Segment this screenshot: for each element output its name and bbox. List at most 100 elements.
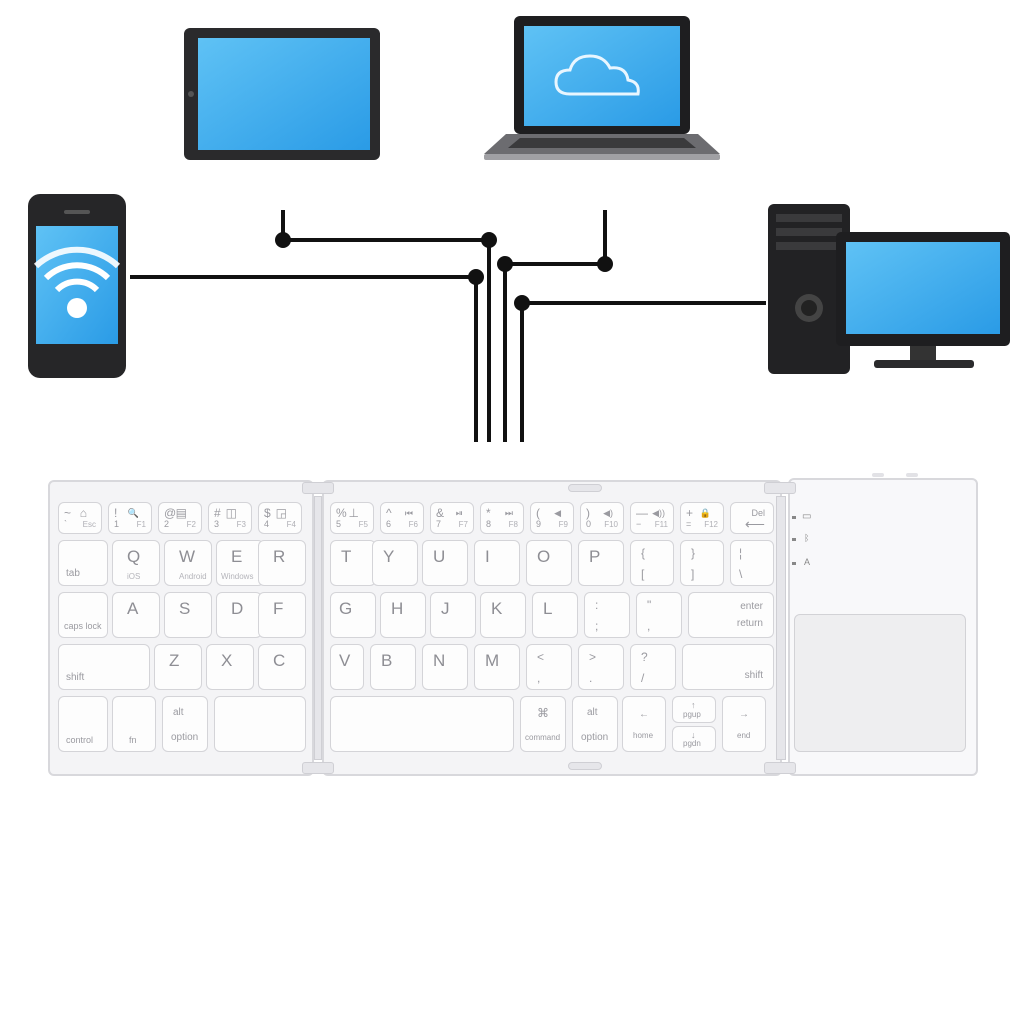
power-button[interactable] — [872, 473, 884, 477]
key-label: fn — [129, 735, 137, 745]
key-label: L — [543, 599, 553, 618]
key-i[interactable]: I — [474, 540, 520, 586]
key-v[interactable]: V — [330, 644, 364, 690]
key-semicolon[interactable]: : ; — [584, 592, 630, 638]
key-4[interactable]: $ ◲ 4 F4 — [258, 502, 302, 534]
key-top: > — [589, 650, 597, 664]
battery-icon: ▭ — [802, 511, 812, 522]
key-n[interactable]: N — [422, 644, 468, 690]
indicator-battery: ▭ — [792, 511, 822, 524]
key-shift-right[interactable]: shift — [682, 644, 774, 690]
key-label: E — [231, 547, 243, 566]
key-w[interactable]: W Android — [164, 540, 212, 586]
touchpad[interactable] — [794, 614, 966, 752]
key-right-bracket[interactable]: } ] — [680, 540, 724, 586]
key-fn[interactable]: fn — [112, 696, 156, 752]
key-z[interactable]: Z — [154, 644, 202, 690]
indicator-bluetooth: ᛒ — [792, 533, 822, 546]
key-e[interactable]: E Windows — [216, 540, 264, 586]
window-icon: ◫ — [225, 506, 237, 520]
key-equals[interactable]: + 🔒 = F12 — [680, 502, 724, 534]
key-period[interactable]: > . — [578, 644, 624, 690]
key-bottom: , — [647, 619, 651, 633]
key-r[interactable]: R — [258, 540, 306, 586]
key-backslash[interactable]: ¦ \ — [730, 540, 774, 586]
lock-icon: 🔒 — [699, 508, 711, 518]
key-bottom: 3 — [214, 519, 220, 529]
key-label: K — [491, 599, 503, 618]
key-0[interactable]: ) ◀) 0 F10 — [580, 502, 624, 534]
key-6[interactable]: ^ ⏮ 6 F6 — [380, 502, 424, 534]
tablet-icon — [184, 28, 380, 160]
key-minus[interactable]: — ◀)) − F11 — [630, 502, 674, 534]
key-1[interactable]: ! 🔍 1 F1 — [108, 502, 152, 534]
key-up-pgup[interactable]: ↑ pgup — [672, 696, 716, 723]
key-top: alt — [587, 707, 598, 718]
hinge-left-top — [302, 482, 334, 494]
key-7[interactable]: & ⏯ 7 F7 — [430, 502, 474, 534]
key-5[interactable]: % ⊥ 5 F5 — [330, 502, 374, 534]
key-k[interactable]: K — [480, 592, 526, 638]
key-top: enter — [740, 601, 763, 612]
key-quote[interactable]: " , — [636, 592, 682, 638]
key-enter[interactable]: enter return — [688, 592, 774, 638]
key-q[interactable]: Q iOS — [112, 540, 160, 586]
key-label: N — [433, 651, 446, 670]
key-fn: Esc — [82, 520, 96, 529]
key-top: < — [537, 650, 545, 664]
play-pause-icon: ⏯ — [455, 508, 463, 518]
key-caps-lock[interactable]: caps lock — [58, 592, 108, 638]
key-a[interactable]: A — [112, 592, 160, 638]
key-command[interactable]: ⌘ command — [520, 696, 566, 752]
key-alt-option-right[interactable]: alt option — [572, 696, 618, 752]
key-slash[interactable]: ? / — [630, 644, 676, 690]
key-bottom: home — [633, 731, 654, 740]
key-top: % — [336, 506, 347, 520]
key-p[interactable]: P — [578, 540, 624, 586]
key-x[interactable]: X — [206, 644, 254, 690]
arrow-down-icon: ↓ — [691, 730, 696, 740]
key-g[interactable]: G — [330, 592, 376, 638]
space-bar-right[interactable] — [330, 696, 514, 752]
key-delete[interactable]: Del ⟵ — [730, 502, 774, 534]
key-top: ! — [114, 506, 118, 520]
key-u[interactable]: U — [422, 540, 468, 586]
key-d[interactable]: D — [216, 592, 262, 638]
space-bar-left[interactable] — [214, 696, 306, 752]
bluetooth-icon: ᛒ — [804, 533, 810, 543]
key-9[interactable]: ( ◀ 9 F9 — [530, 502, 574, 534]
key-t[interactable]: T — [330, 540, 376, 586]
key-o[interactable]: O — [526, 540, 572, 586]
key-s[interactable]: S — [164, 592, 212, 638]
key-shift-left[interactable]: shift — [58, 644, 150, 690]
key-down-pgdn[interactable]: ↓ pgdn — [672, 726, 716, 752]
key-top: # — [214, 506, 221, 520]
key-control[interactable]: control — [58, 696, 108, 752]
key-fn: F7 — [458, 520, 468, 529]
switch-button[interactable] — [906, 473, 918, 477]
key-3[interactable]: # ◫ 3 F3 — [208, 502, 252, 534]
key-l[interactable]: L — [532, 592, 578, 638]
key-8[interactable]: * ⏭ 8 F8 — [480, 502, 524, 534]
key-left-bracket[interactable]: { [ — [630, 540, 674, 586]
key-tab[interactable]: tab — [58, 540, 108, 586]
key-right-end[interactable]: → end — [722, 696, 766, 752]
key-m[interactable]: M — [474, 644, 520, 690]
key-f[interactable]: F — [258, 592, 306, 638]
key-bottom: \ — [739, 567, 743, 581]
key-j[interactable]: J — [430, 592, 476, 638]
key-label: P — [589, 547, 601, 566]
key-h[interactable]: H — [380, 592, 426, 638]
key-y[interactable]: Y — [372, 540, 418, 586]
home-icon: ⌂ — [79, 506, 87, 520]
key-comma[interactable]: < , — [526, 644, 572, 690]
hinge-left-bottom — [302, 762, 334, 774]
key-bottom: pgup — [683, 710, 701, 719]
key-b[interactable]: B — [370, 644, 416, 690]
key-left-home[interactable]: ← home — [622, 696, 666, 752]
key-esc[interactable]: ~ ⌂ ` Esc — [58, 502, 102, 534]
key-c[interactable]: C — [258, 644, 306, 690]
key-2[interactable]: @ ▤ 2 F2 — [158, 502, 202, 534]
key-alt-option-left[interactable]: alt option — [162, 696, 208, 752]
key-top: : — [595, 598, 599, 612]
